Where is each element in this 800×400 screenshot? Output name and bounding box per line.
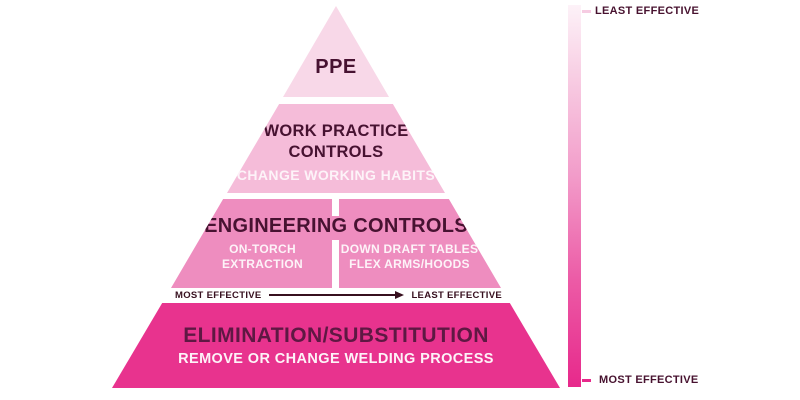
- arrow-head: [395, 291, 405, 299]
- effectiveness-gradient-bar: [568, 5, 581, 387]
- pyramid-level-elimination-substitution: ELIMINATION/SUBSTITUTION REMOVE OR CHANG…: [112, 303, 560, 388]
- right-arrow-icon: [268, 291, 405, 299]
- arrow-shaft: [268, 294, 396, 296]
- pyramid-level-engineering-controls: ENGINEERING CONTROLS ON-TORCH EXTRACTION…: [171, 199, 501, 288]
- divider-gap-bottom: [332, 240, 339, 288]
- left-box-line2: EXTRACTION: [222, 257, 303, 271]
- scale-tick-bottom: [582, 379, 591, 382]
- pyramid-level-ppe: PPE: [283, 6, 389, 97]
- axis-label-most-effective: MOST EFFECTIVE: [175, 289, 262, 301]
- scale-label-least-effective: LEAST EFFECTIVE: [595, 5, 700, 17]
- right-box-line2: FLEX ARMS/HOODS: [349, 257, 470, 271]
- engineering-left-box: ON-TORCH EXTRACTION: [189, 242, 336, 272]
- work-practice-title-line1: WORK PRACTICE: [263, 122, 409, 140]
- work-practice-subtitle: CHANGE WORKING HABITS: [236, 166, 436, 183]
- engineering-controls-title: ENGINEERING CONTROLS: [204, 215, 468, 237]
- engineering-right-box: DOWN DRAFT TABLES FLEX ARMS/HOODS: [336, 242, 483, 272]
- effectiveness-axis: MOST EFFECTIVE LEAST EFFECTIVE: [175, 288, 502, 302]
- scale-tick-top: [582, 10, 591, 13]
- ppe-title: PPE: [315, 56, 357, 78]
- elimination-subtitle: REMOVE OR CHANGE WELDING PROCESS: [178, 351, 494, 367]
- right-box-line1: DOWN DRAFT TABLES: [340, 242, 479, 256]
- work-practice-title-line2: CONTROLS: [288, 143, 384, 162]
- divider-gap-top: [332, 199, 339, 216]
- scale-label-most-effective: MOST EFFECTIVE: [599, 374, 699, 386]
- pyramid-level-work-practice-controls: WORK PRACTICE CONTROLS CHANGE WORKING HA…: [227, 104, 445, 193]
- left-box-line1: ON-TORCH: [229, 242, 296, 256]
- elimination-title: ELIMINATION/SUBSTITUTION: [183, 324, 489, 347]
- axis-label-least-effective: LEAST EFFECTIVE: [411, 289, 502, 301]
- engineering-controls-columns: ON-TORCH EXTRACTION DOWN DRAFT TABLES FL…: [189, 242, 483, 272]
